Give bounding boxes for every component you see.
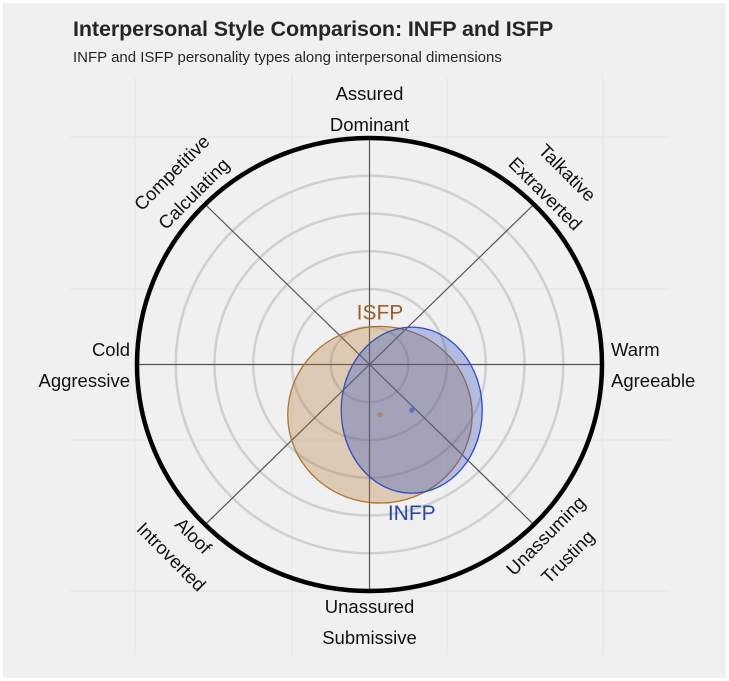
label-unassured: Unassured: [325, 596, 414, 617]
label-aggressive: Aggressive: [38, 370, 130, 391]
chart-title: Interpersonal Style Comparison: INFP and…: [73, 17, 554, 41]
label-warm: Warm: [611, 339, 660, 360]
label-agreeable: Agreeable: [611, 370, 695, 391]
chart-subtitle: INFP and ISFP personality types along in…: [73, 49, 502, 66]
axis-lines: [137, 138, 602, 591]
infp-center-point: [409, 407, 415, 413]
label-assured: Assured: [336, 83, 404, 104]
isfp-center-point: [377, 412, 383, 418]
label-submissive: Submissive: [322, 627, 417, 648]
infp-series-label: INFP: [388, 502, 436, 525]
figure-background: Interpersonal Style Comparison: INFP and…: [3, 3, 726, 678]
outer-ring: [134, 135, 605, 594]
axis-line: [204, 203, 535, 526]
label-cold: Cold: [92, 339, 130, 360]
label-dominant: Dominant: [330, 114, 409, 135]
isfp-series-label: ISFP: [357, 301, 404, 324]
